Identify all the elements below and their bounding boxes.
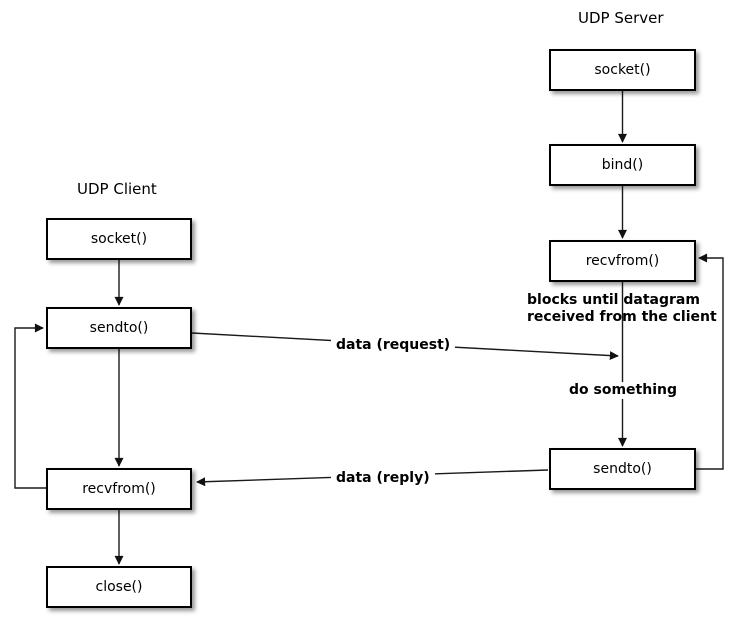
server-recvfrom-label: recvfrom() <box>585 253 660 269</box>
server-bind-box: bind() <box>549 144 696 186</box>
server-column-title: UDP Server <box>578 9 664 27</box>
client-recvfrom-label: recvfrom() <box>82 481 156 497</box>
client-socket-box: socket() <box>46 218 192 260</box>
arrow-server-loop-sendto-to-recvfrom <box>696 253 724 470</box>
arrow-client-loop-recvfrom-to-sendto <box>14 323 46 489</box>
data-request-label: data (request) <box>331 337 456 354</box>
client-socket-label: socket() <box>90 231 148 247</box>
client-sendto-label: sendto() <box>89 320 149 336</box>
server-socket-box: socket() <box>549 49 696 91</box>
blocks-until-datagram-note: blocks until datagram received from the … <box>527 292 717 326</box>
server-sendto-box: sendto() <box>549 448 696 490</box>
server-sendto-label: sendto() <box>593 461 652 477</box>
server-socket-label: socket() <box>594 62 651 78</box>
server-bind-label: bind() <box>601 157 644 173</box>
do-something-note: do something <box>566 382 680 399</box>
client-close-label: close() <box>95 579 143 595</box>
client-sendto-box: sendto() <box>46 307 192 349</box>
client-recvfrom-box: recvfrom() <box>46 468 192 510</box>
client-close-box: close() <box>46 566 192 608</box>
data-reply-label: data (reply) <box>331 470 435 487</box>
blocks-note-line2: received from the client <box>527 309 717 325</box>
blocks-note-line1: blocks until datagram <box>527 292 700 308</box>
server-recvfrom-box: recvfrom() <box>549 240 696 282</box>
client-column-title: UDP Client <box>77 180 157 198</box>
